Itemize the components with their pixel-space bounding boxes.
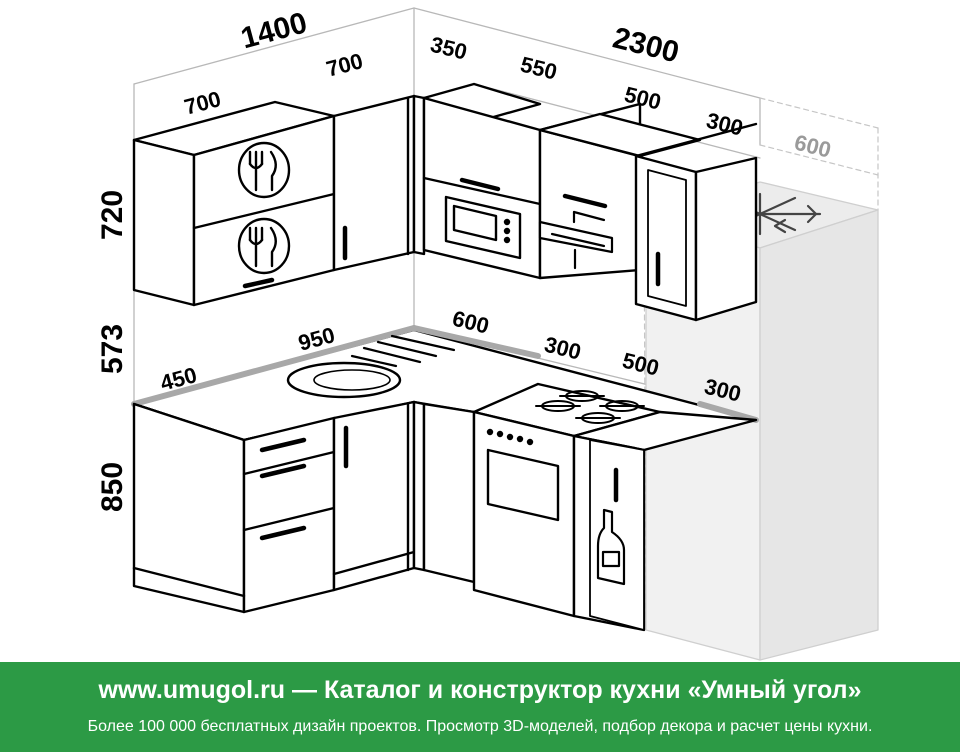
dim-height-base: 850 (96, 462, 129, 512)
dim-height-gap: 573 (96, 324, 129, 374)
dim-upper-left-2: 700 (324, 48, 366, 82)
dim-upper-right-1: 350 (428, 32, 470, 65)
dim-width-left: 1400 (238, 6, 311, 55)
upper-left-handle (242, 277, 275, 289)
banner-title: www.umugol.ru — Каталог и конструктор ку… (98, 676, 862, 704)
base-cabinet-corner (332, 400, 416, 592)
dim-upper-right-2: 550 (518, 52, 560, 85)
bottle-icon (596, 508, 626, 586)
dim-height-upper: 720 (96, 190, 129, 240)
dim-counter-right-1: 600 (450, 306, 492, 339)
upper-cabinet-left (132, 100, 336, 307)
dim-fridge-width: 600 (792, 130, 834, 163)
promo-banner: www.umugol.ru — Каталог и конструктор ку… (0, 662, 960, 752)
base-cabinet-drawers (132, 402, 336, 614)
microwave-icon (444, 195, 522, 260)
upper-cabinet-corner (332, 94, 416, 272)
sink-icon (286, 334, 456, 399)
fork-knife-icon (237, 141, 291, 199)
kitchen-diagram: 1400 2300 700 700 350 550 500 300 600 72… (96, 6, 879, 661)
fork-knife-icon (237, 217, 291, 275)
upper-cabinet-glass (538, 112, 758, 322)
base-cabinet-right (412, 400, 476, 584)
dim-upper-left-1: 700 (182, 86, 224, 120)
cooker-hood-icon (538, 210, 614, 270)
banner-subtitle: Более 100 000 бесплатных дизайн проектов… (87, 718, 873, 735)
stove-burner-icon (535, 390, 645, 424)
dim-counter-right-2: 300 (542, 332, 584, 365)
